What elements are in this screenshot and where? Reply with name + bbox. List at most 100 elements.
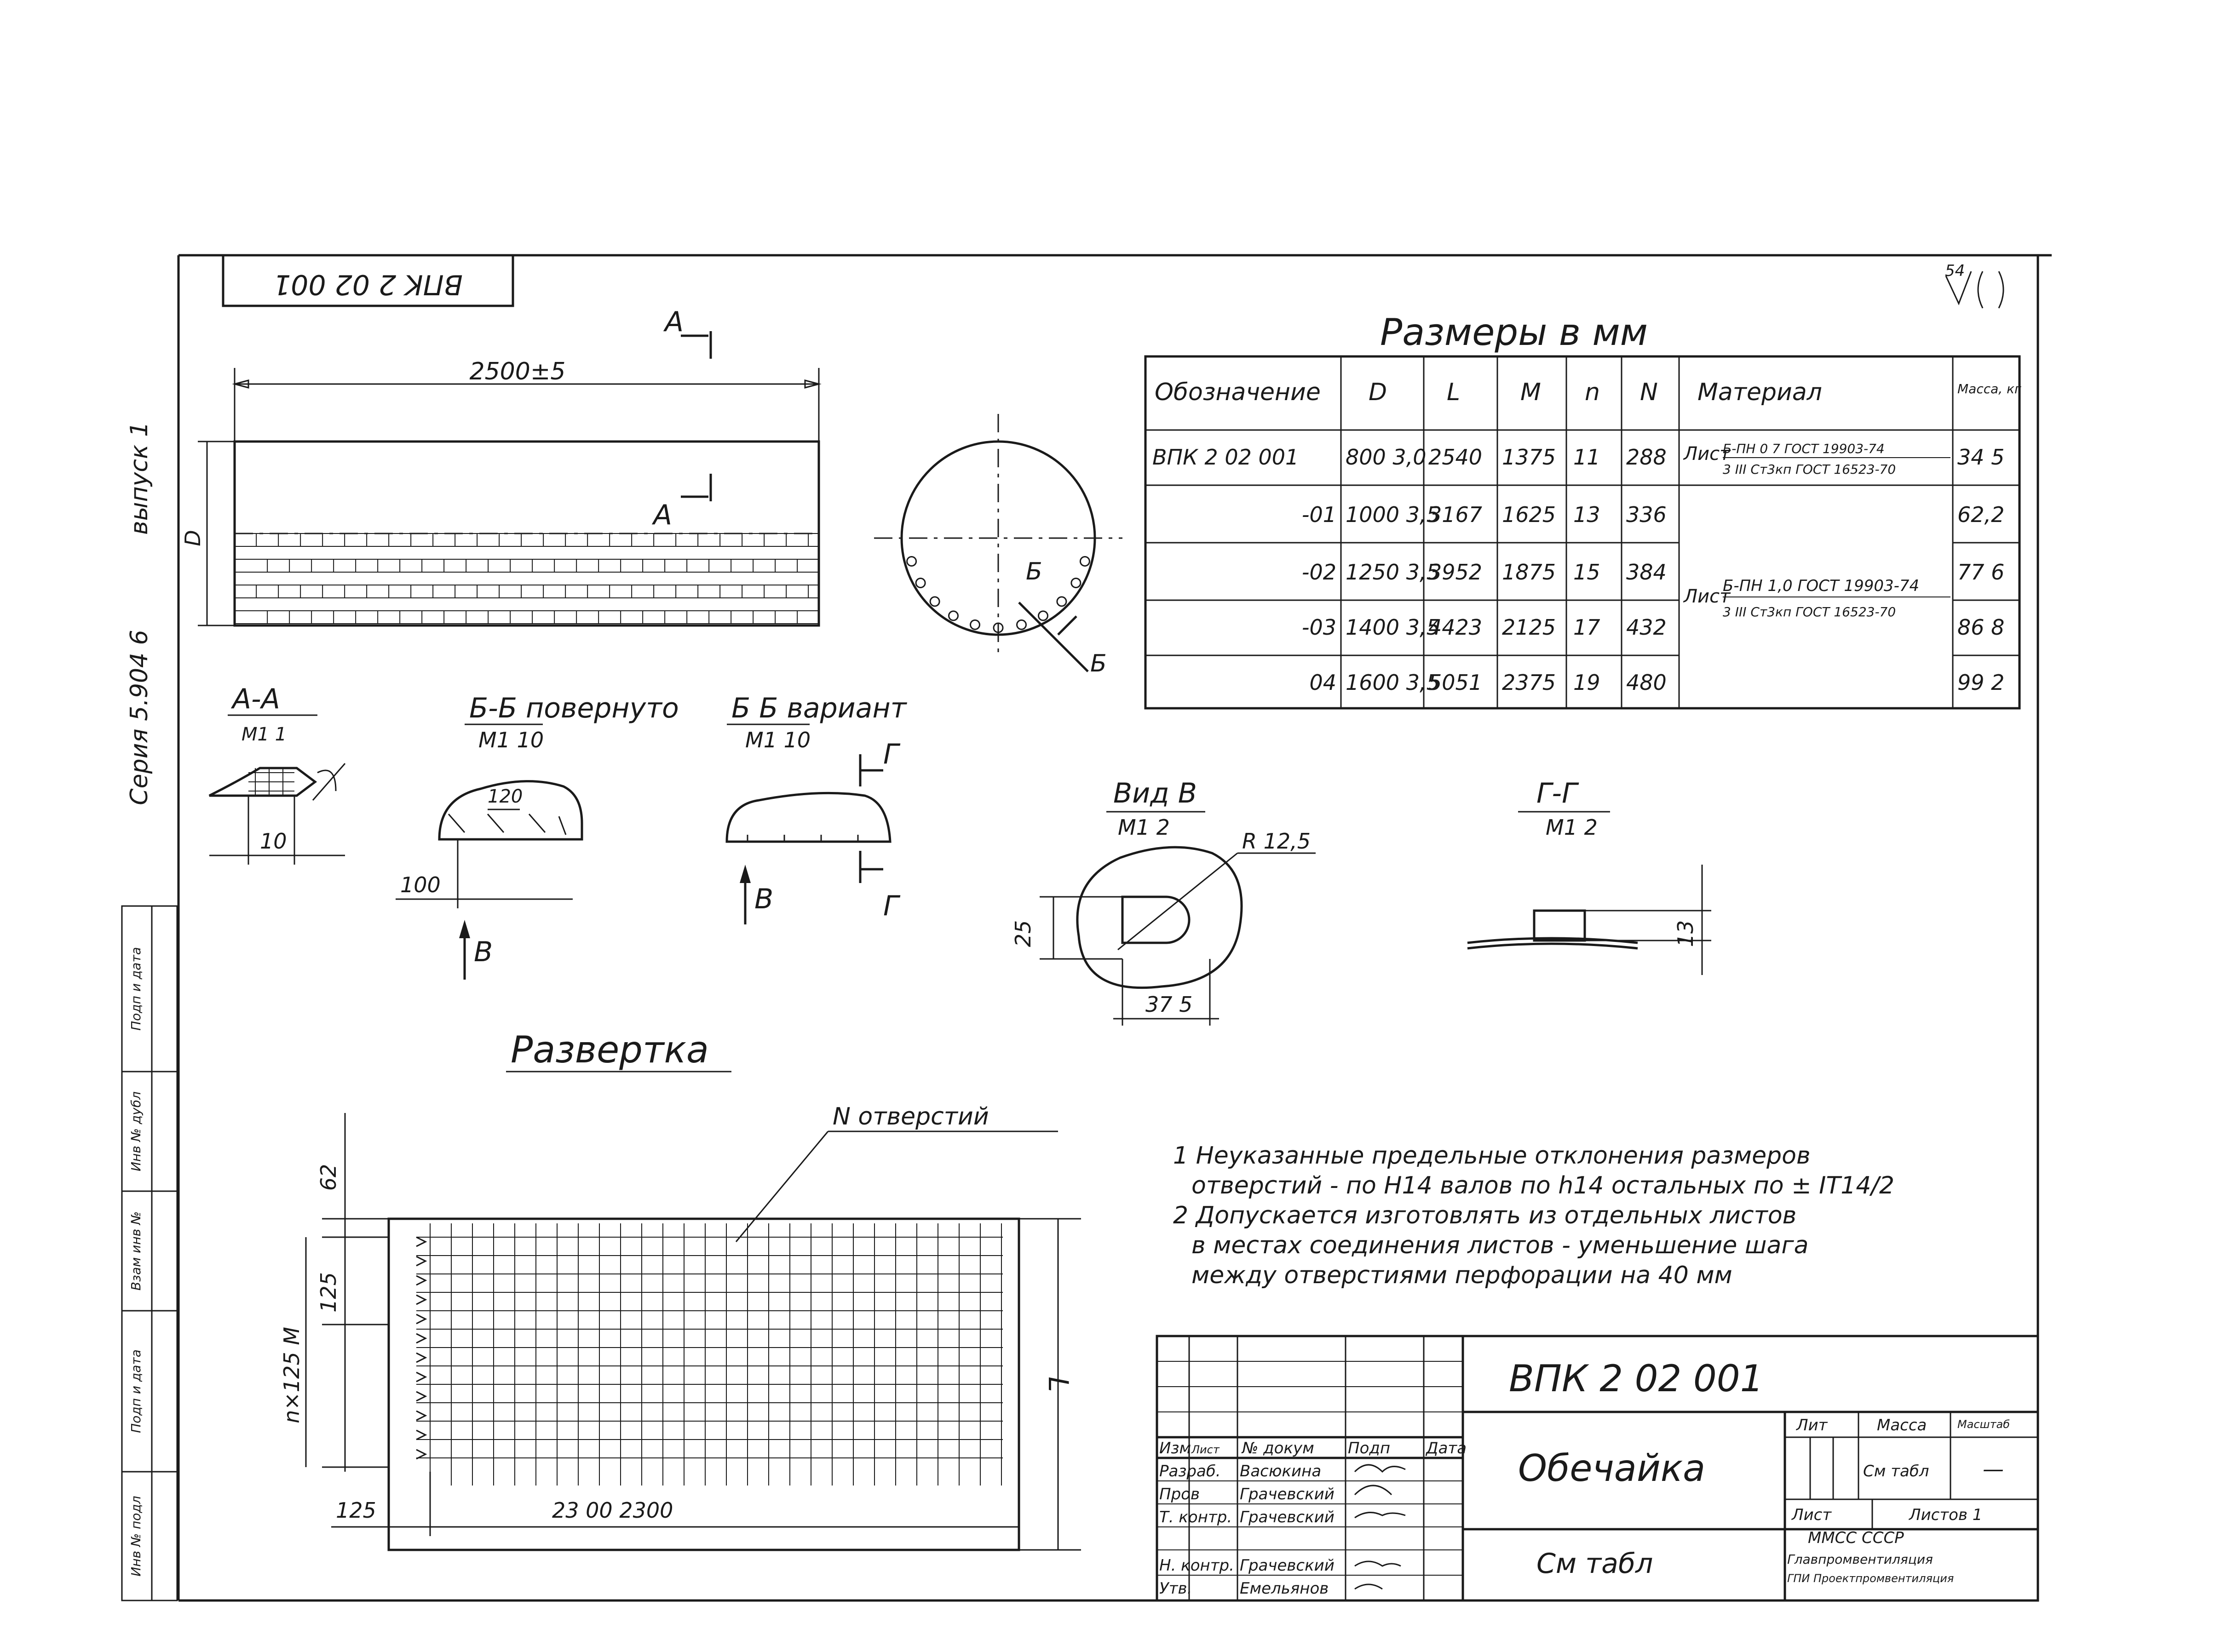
hdr-m: M [1520, 379, 1541, 406]
edge-mark [416, 1275, 427, 1286]
edge-mark [416, 1314, 427, 1325]
corner-mark: 54 [1945, 262, 1965, 280]
table-cell-designation: -01 [1302, 502, 1336, 527]
note-line-3: 2 Допускается изготовлять из отдельных л… [1173, 1202, 1796, 1229]
strip-inv-podl: Инв № подл [128, 1496, 144, 1576]
development-dim-bottom: 23 00 2300 [552, 1498, 673, 1523]
edge-mark [416, 1294, 427, 1305]
tb-scale-label: Масштаб [1957, 1418, 2010, 1431]
section-aa-scale: М1 1 [242, 724, 287, 745]
tb-role-5: Утв. [1159, 1579, 1192, 1598]
table-cell-designation: ВПК 2 02 001 [1152, 445, 1299, 470]
strip-vzam: Взам инв № [128, 1211, 144, 1291]
hdr-designation: Обозначение [1155, 379, 1321, 406]
mat1-bottom: 3 III Ст3кп ГОСТ 16523-70 [1723, 462, 1896, 477]
tb-org-1: ММСС СССР [1808, 1529, 1904, 1547]
note-line-2: отверстий - по Н14 валов по h14 остальны… [1191, 1172, 1894, 1199]
tb-name: Обечайка [1518, 1447, 1705, 1490]
development-title: Развертка [511, 1028, 709, 1071]
development-dim-rows: n×125 M [279, 1327, 304, 1423]
table-cell-m: 1375 [1502, 445, 1556, 470]
hdr-material: Материал [1697, 379, 1822, 406]
tb-name-2: Грачевский [1240, 1508, 1335, 1526]
tb-col-doc: № докум [1241, 1439, 1314, 1457]
tb-lit: Лит [1795, 1416, 1828, 1434]
side-series: Серия 5.904 6 [126, 630, 153, 805]
tb-col-sign: Подп [1348, 1439, 1390, 1457]
section-a-top: A [663, 306, 684, 338]
table-cell-n: 480 [1626, 670, 1667, 695]
table-cell-n: 15 [1573, 560, 1600, 585]
table-cell-d: 800 3,0 [1346, 445, 1427, 470]
table-cell-d: 1250 3,5 [1346, 560, 1440, 585]
edge-mark [416, 1236, 427, 1247]
table-cell-mass: 34 5 [1957, 445, 2004, 470]
table-cell-l: 2540 [1428, 445, 1482, 470]
section-bb-var-scale: М1 10 [745, 728, 811, 752]
hdr-n-big: N [1640, 379, 1658, 406]
hdr-n-small: n [1585, 379, 1600, 406]
section-aa: А-А М1 1 10 [208, 683, 346, 865]
tb-org-3: ГПИ Проектпромвентиляция [1787, 1572, 1954, 1585]
tb-signatures [1354, 1464, 1406, 1590]
section-bb-var-arrow: В [754, 883, 773, 915]
tb-name-4: Грачевский [1240, 1556, 1335, 1575]
edge-mark [416, 1352, 427, 1363]
circle-section-b-1: Б [1026, 558, 1042, 585]
view-v-scale: М1 2 [1118, 815, 1170, 840]
edge-mark [416, 1333, 427, 1344]
table-cell-n: 13 [1573, 502, 1600, 527]
section-bb-rotated: Б-Б повернуто М1 10 120 100 В [396, 692, 679, 980]
side-issue: выпуск 1 [126, 422, 153, 535]
table-cell-mass: 99 2 [1957, 670, 2004, 695]
section-aa-dim: 10 [260, 829, 287, 854]
code-box: BΠK 2 02 001 [222, 254, 514, 307]
view-v-title: Вид В [1113, 777, 1197, 809]
strip-sign-date-1: Подп и дата [128, 1349, 144, 1433]
tb-role-0: Разраб. [1159, 1462, 1221, 1480]
section-bb-var-title: Б Б вариант [731, 692, 908, 724]
tb-col-list: Лист [1191, 1443, 1220, 1456]
section-bb-rot-dim-a: 120 [488, 786, 523, 807]
roughness-mark: 54 [1945, 262, 2004, 309]
sizes-table-title: Размеры в мм [1380, 311, 1648, 354]
table-cell-l: 4423 [1428, 615, 1482, 640]
tb-sheets: Листов 1 [1908, 1506, 1982, 1524]
mat1-top: Б-ПН 0 7 ГОСТ 19903-74 [1723, 441, 1885, 456]
development: Развертка N отверстий 62 125 n×125 M 125… [279, 1028, 1081, 1551]
mat2-bottom: 3 III Ст3кп ГОСТ 16523-70 [1723, 604, 1896, 620]
table-cell-n: 11 [1573, 445, 1600, 470]
note-line-1: 1 Неуказанные предельные отклонения разм… [1173, 1142, 1811, 1170]
tb-col-izm: Изм [1159, 1439, 1191, 1457]
left-strip: Инв № подл Подп и дата Взам инв № Инв № … [121, 905, 178, 1601]
table-cell-d: 1400 3,5 [1346, 615, 1440, 640]
edge-mark [416, 1371, 427, 1382]
development-dim-top: 62 [316, 1164, 341, 1191]
notes: 1 Неуказанные предельные отклонения разм… [1173, 1142, 1894, 1289]
strip-sign-date-2: Подп и дата [128, 947, 144, 1031]
edge-mark [416, 1256, 427, 1267]
hdr-l: L [1447, 379, 1460, 406]
tb-org-2: Главпромвентиляция [1787, 1552, 1933, 1567]
mat1-prefix: Лист [1683, 443, 1731, 465]
tb-scale-value: — [1983, 1457, 2004, 1481]
table-cell-mass: 77 6 [1957, 560, 2004, 585]
tb-material: См табл [1536, 1548, 1653, 1580]
section-gg-scale: М1 2 [1546, 815, 1598, 840]
table-cell-n: 384 [1626, 560, 1667, 585]
view-v-radius: R 12,5 [1242, 829, 1311, 854]
development-leader: N отверстий [833, 1103, 989, 1130]
table-cell-designation: -02 [1302, 560, 1336, 585]
view-v-height: 25 [1011, 920, 1035, 947]
table-cell-designation: 04 [1309, 670, 1336, 695]
table-cell-n: 19 [1573, 670, 1600, 695]
table-cell-m: 2125 [1502, 615, 1556, 640]
code-box-text: BΠK 2 02 001 [273, 268, 463, 300]
view-v-width: 37 5 [1145, 992, 1192, 1017]
table-cell-m: 2375 [1502, 670, 1556, 695]
section-gg-height: 13 [1673, 920, 1698, 947]
tb-name-5: Емельянов [1240, 1579, 1329, 1598]
title-block: Изм Лист № докум Подп Дата Разраб. Пров … [1156, 1335, 2039, 1602]
tb-mass-label: Масса [1877, 1416, 1927, 1434]
